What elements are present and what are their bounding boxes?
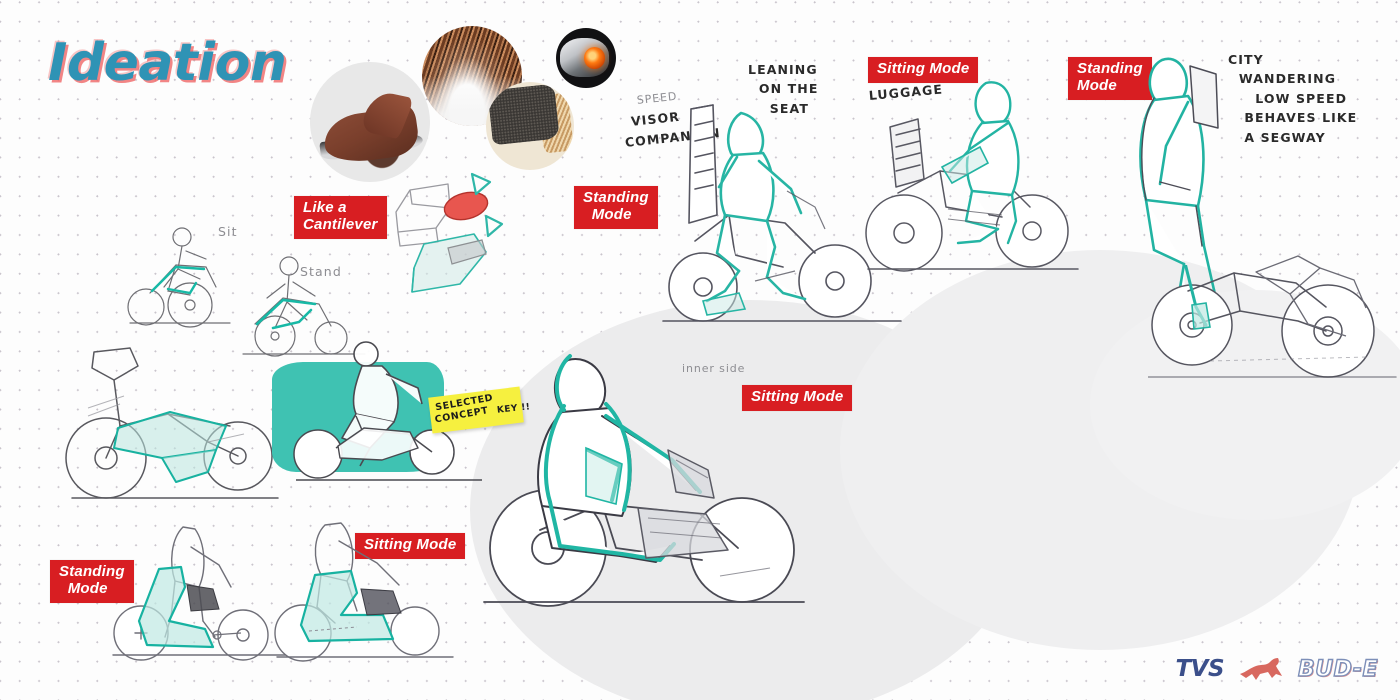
tag-like-a-cantilever: Like a Cantilever bbox=[294, 196, 387, 239]
mood-swatch-dark-felt-on-wood bbox=[486, 82, 574, 170]
annotation-inner-side: inner side bbox=[682, 362, 746, 375]
bud-e-logo-text: BUD-E bbox=[1297, 656, 1378, 682]
sketch-cantilever-chair bbox=[395, 172, 504, 293]
tag-standing-mode-center: Standing Mode bbox=[574, 186, 658, 229]
page-title: Ideation bbox=[48, 33, 287, 93]
sketch-standing-mode-rider-leaning bbox=[662, 104, 902, 322]
sketch-sitting-mode-bottom bbox=[274, 522, 454, 662]
annotation-city-wandering: CITY WANDERING LOW SPEED BEHAVES LIKE A … bbox=[1228, 52, 1358, 145]
tag-standing-mode-top-right: Standing Mode bbox=[1068, 57, 1152, 100]
mood-swatch-stacked-wood-laminate bbox=[422, 26, 522, 126]
annotation-leaning-on-the-seat: LEANING ON THE SEAT bbox=[748, 62, 819, 116]
sketch-far-right-frame-detail bbox=[1255, 255, 1367, 337]
mood-swatch-brown-leather-chaise bbox=[310, 62, 430, 182]
annotation-sit: Sit bbox=[218, 224, 238, 239]
tag-sitting-mode-bottom: Sitting Mode bbox=[355, 533, 466, 559]
mood-swatch-chrome-orange-speaker bbox=[556, 28, 616, 88]
tvs-logo-text: TVS bbox=[1175, 656, 1225, 682]
sketch-sitting-mode-with-luggage bbox=[865, 81, 1079, 272]
tvs-horse-icon bbox=[1240, 658, 1283, 680]
sketch-side-view-concept-bike bbox=[65, 347, 279, 499]
footer-logos: TVS BUD-E bbox=[1175, 656, 1378, 682]
tag-standing-mode-bottom-left: Standing Mode bbox=[50, 560, 134, 603]
tag-sitting-mode-top: Sitting Mode bbox=[868, 57, 979, 83]
sketch-concept-seated-rider bbox=[293, 341, 482, 481]
sketch-far-right-scooter bbox=[1148, 265, 1397, 378]
sketch-sitting-mode-large-render bbox=[483, 354, 805, 607]
tag-sitting-mode-center: Sitting Mode bbox=[742, 385, 853, 411]
sketch-thumbnail-stand bbox=[242, 256, 366, 357]
annotation-stand: Stand bbox=[300, 264, 342, 279]
sketch-standing-mode-bottom-left bbox=[112, 526, 292, 661]
sketch-thumbnail-sit bbox=[127, 227, 231, 328]
